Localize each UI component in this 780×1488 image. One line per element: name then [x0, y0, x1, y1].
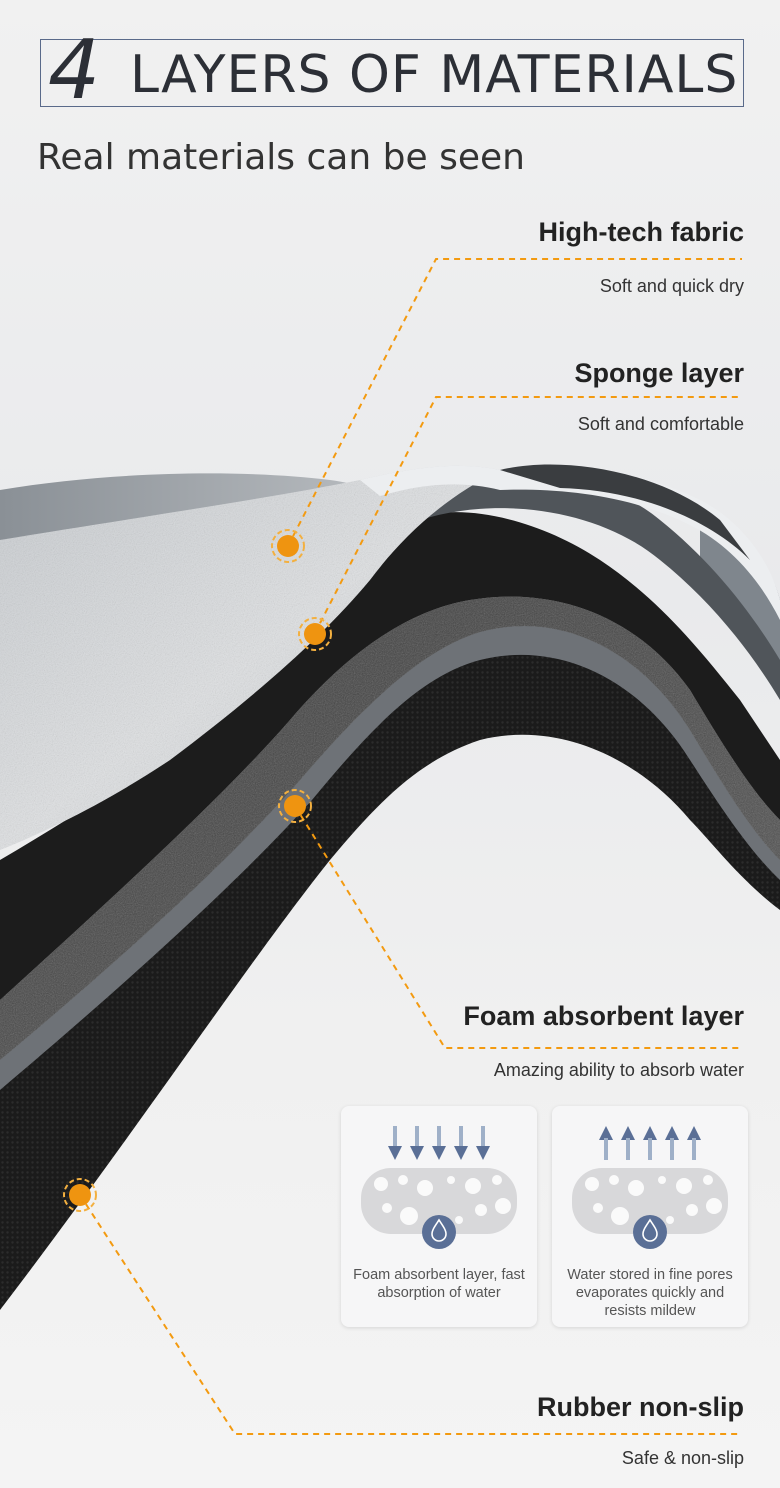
water-drop-icon: [633, 1215, 667, 1249]
arrows-up-icon: [599, 1126, 701, 1160]
foam-icon: [361, 1168, 517, 1234]
layer-3-desc: Amazing ability to absorb water: [493, 1060, 744, 1080]
arrows-down-icon: [388, 1126, 490, 1160]
evaporate-card: Water stored in fine pores evaporates qu…: [552, 1106, 748, 1327]
absorb-card-caption: Foam absorbent layer, fast absorption of…: [353, 1267, 525, 1301]
evaporate-card-caption: Water stored in fine pores evaporates qu…: [567, 1267, 733, 1319]
absorb-card: Foam absorbent layer, fast absorption of…: [341, 1106, 537, 1327]
layer-4-desc: Safe & non-slip: [621, 1448, 744, 1468]
layer-1-desc: Soft and quick dry: [599, 276, 744, 296]
water-drop-icon: [422, 1215, 456, 1249]
layer-1-name: High-tech fabric: [538, 217, 744, 247]
title-number: 4: [48, 23, 101, 118]
title-frame: [40, 39, 744, 107]
layer-2-desc: Soft and comfortable: [577, 414, 744, 434]
layer-4-name: Rubber non-slip: [537, 1392, 744, 1422]
page-title: LAYERS OF MATERIALS: [130, 45, 739, 105]
layer-markers: [63, 529, 332, 1212]
foam-icon: [572, 1168, 728, 1234]
layer-3-name: Foam absorbent layer: [463, 1001, 744, 1031]
page-subtitle: Real materials can be seen: [37, 137, 525, 178]
layer-2-name: Sponge layer: [574, 358, 744, 388]
